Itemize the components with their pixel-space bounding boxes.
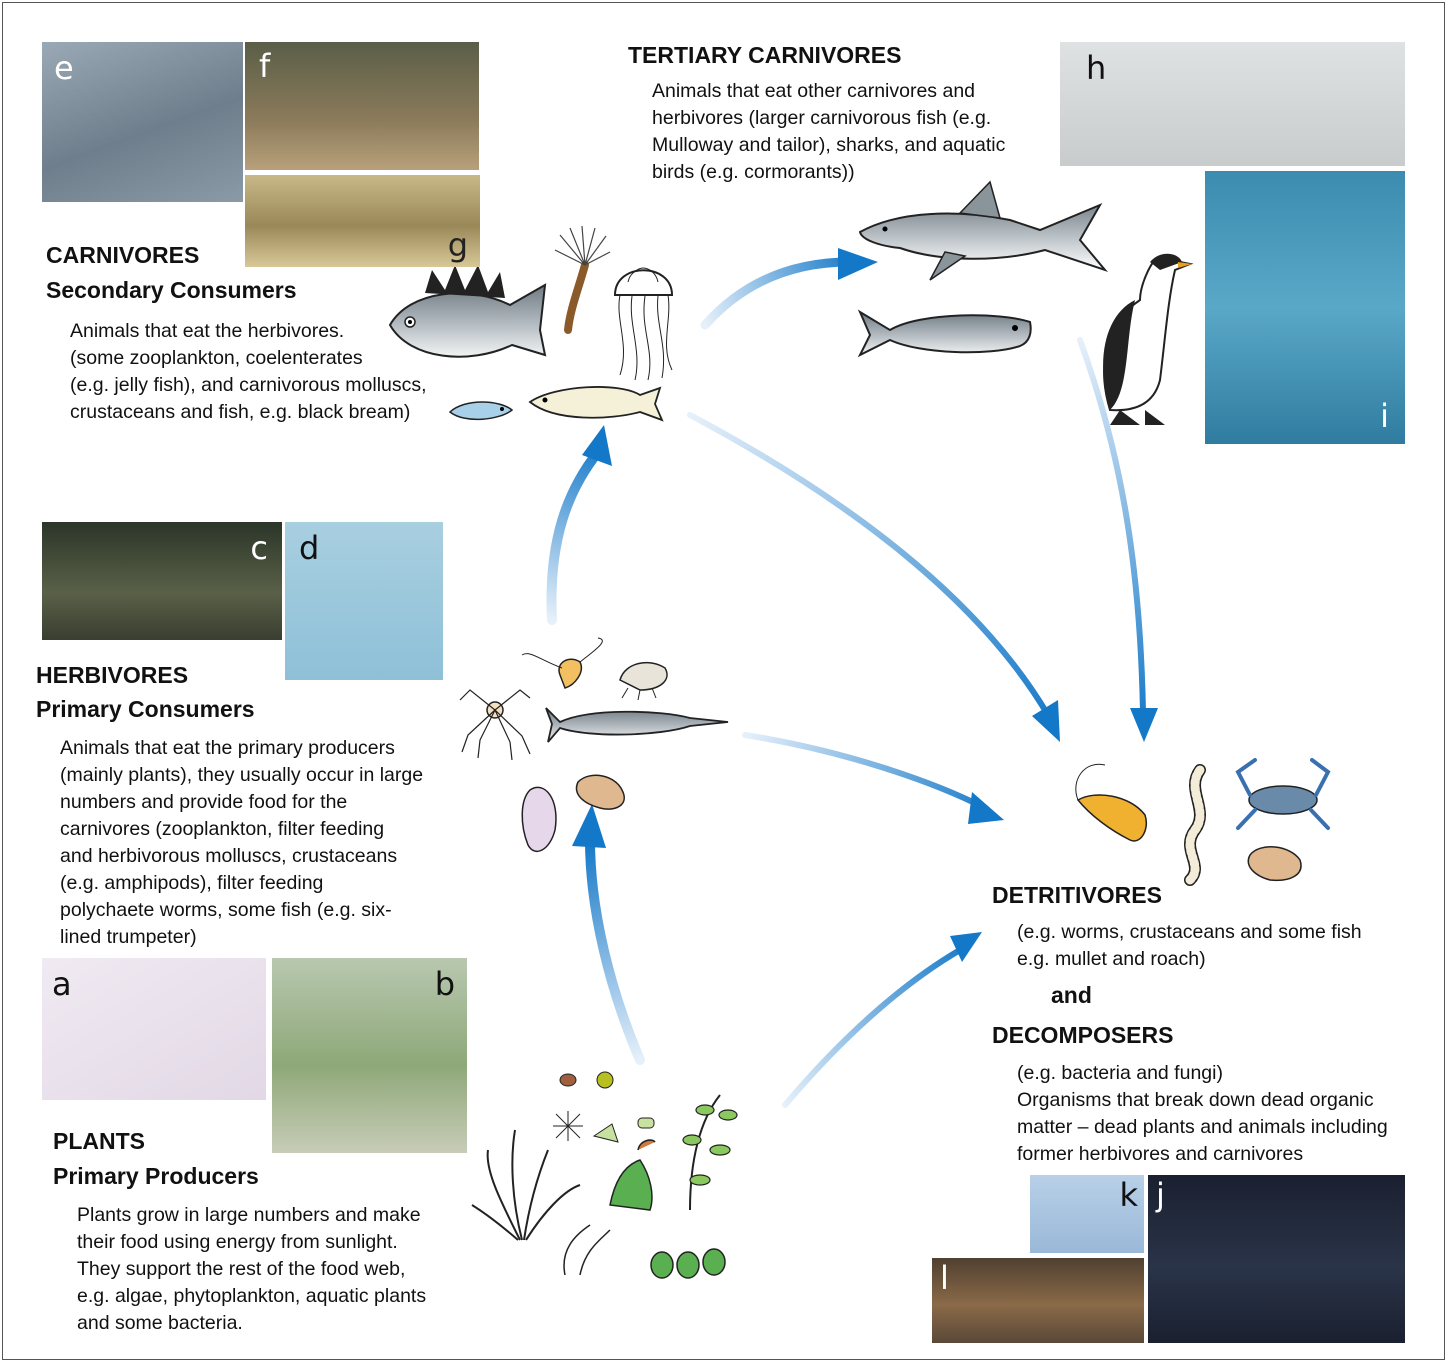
detritivores-title: DETRITIVORES xyxy=(992,880,1162,911)
polychaete-worm-illustration xyxy=(1190,770,1200,880)
tertiary-line: birds (e.g. cormorants)) xyxy=(652,159,1005,186)
arrow-herbivores-to-carnivores xyxy=(551,425,612,620)
herbivores-line: Animals that eat the primary producers xyxy=(60,735,423,762)
shrimp-illustration xyxy=(1076,764,1147,841)
carnivores-subtitle: Secondary Consumers xyxy=(46,275,297,306)
photo-l-shrimp: l xyxy=(932,1258,1144,1343)
arrow-plants-to-detritivores xyxy=(785,932,982,1105)
garfish-illustration xyxy=(546,708,728,742)
photo-c-trumpeter: c xyxy=(42,522,282,640)
seagrass-illustration xyxy=(472,1130,580,1240)
carnivores-line: (some zooplankton, coelenterates xyxy=(70,345,427,372)
photo-d-copepod: d xyxy=(285,522,443,680)
blue-crab-illustration xyxy=(1238,760,1328,828)
photo-h-tailor: h xyxy=(1060,42,1405,166)
photo-e-zooplankton: e xyxy=(42,42,243,202)
plants-line: e.g. algae, phytoplankton, aquatic plant… xyxy=(77,1283,426,1310)
plants-description: Plants grow in large numbers and make th… xyxy=(77,1202,426,1337)
snail-illustration xyxy=(577,775,625,809)
carnivores-line: Animals that eat the herbivores. xyxy=(70,318,427,345)
photo-label-g: g xyxy=(448,229,468,261)
photo-g-flathead: g xyxy=(245,175,480,267)
tertiary-line: herbivores (larger carnivorous fish (e.g… xyxy=(652,105,1005,132)
cormorant-illustration xyxy=(1103,254,1192,425)
photo-label-k: k xyxy=(1119,1179,1138,1211)
photo-a-algae: a xyxy=(42,958,266,1100)
copepod-illustration xyxy=(522,638,602,688)
arrow-carnivores-to-tertiary xyxy=(705,248,878,325)
sea-spider-illustration xyxy=(460,690,530,760)
photo-label-d: d xyxy=(299,532,319,564)
decomposers-line: (e.g. bacteria and fungi) xyxy=(1017,1060,1388,1087)
tailor-illustration xyxy=(860,312,1031,355)
shark-illustration xyxy=(860,182,1105,280)
decomposers-title: DECOMPOSERS xyxy=(992,1020,1173,1051)
photo-label-a: a xyxy=(52,968,72,1000)
decomposers-line: Organisms that break down dead organic xyxy=(1017,1087,1388,1114)
detritivores-line: (e.g. worms, crustaceans and some fish xyxy=(1017,919,1362,946)
plants-line: their food using energy from sunlight. xyxy=(77,1229,426,1256)
bivalve-illustration xyxy=(522,787,556,851)
plants-line: Plants grow in large numbers and make xyxy=(77,1202,426,1229)
herbivores-line: and herbivorous molluscs, crustaceans xyxy=(60,843,423,870)
amphipod-illustration xyxy=(620,663,667,700)
herbivores-line: polychaete worms, some fish (e.g. six- xyxy=(60,897,423,924)
arrow-plants-to-herbivores xyxy=(572,804,640,1060)
photo-f-bream: f xyxy=(245,42,479,170)
whiting-illustration xyxy=(530,387,662,420)
arrow-herbivores-to-detritivores xyxy=(745,735,1004,824)
duckweed-illustration xyxy=(651,1249,725,1278)
arrow-carnivores-to-detritivores xyxy=(690,415,1060,742)
photo-k-micro-crustacean: k xyxy=(1030,1175,1144,1253)
red-algae-illustration xyxy=(564,1225,610,1275)
seaweed-illustration xyxy=(683,1095,737,1210)
photo-label-l: l xyxy=(940,1262,949,1294)
photo-label-c: c xyxy=(250,532,268,564)
herbivores-line: (mainly plants), they usually occur in l… xyxy=(60,762,423,789)
tube-worm-illustration xyxy=(555,226,610,330)
herbivores-title: HERBIVORES xyxy=(36,660,188,691)
phytoplankton-illustration xyxy=(553,1072,655,1150)
herbivores-line: (e.g. amphipods), filter feeding xyxy=(60,870,423,897)
detritivore-snail-illustration xyxy=(1248,847,1301,881)
plants-line: They support the rest of the food web, xyxy=(77,1256,426,1283)
photo-label-i: i xyxy=(1380,400,1389,432)
photo-label-f: f xyxy=(259,50,270,82)
photo-i-cormorant: i xyxy=(1205,171,1405,444)
carnivores-title: CARNIVORES xyxy=(46,240,199,271)
herbivores-line: lined trumpeter) xyxy=(60,924,423,951)
tertiary-line: Animals that eat other carnivores and xyxy=(652,78,1005,105)
carnivores-description: Animals that eat the herbivores. (some z… xyxy=(70,318,427,426)
green-algae-illustration xyxy=(610,1160,652,1210)
herbivores-description: Animals that eat the primary producers (… xyxy=(60,735,423,951)
decomposers-description: (e.g. bacteria and fungi) Organisms that… xyxy=(1017,1060,1388,1168)
photo-label-h: h xyxy=(1086,52,1106,84)
and-label: and xyxy=(1051,980,1092,1011)
tertiary-title: TERTIARY CARNIVORES xyxy=(628,40,901,71)
detritivores-description: (e.g. worms, crustaceans and some fish e… xyxy=(1017,919,1362,973)
photo-label-e: e xyxy=(54,52,74,84)
tertiary-description: Animals that eat other carnivores and he… xyxy=(652,78,1005,186)
herbivores-line: numbers and provide food for the xyxy=(60,789,423,816)
plants-subtitle: Primary Producers xyxy=(53,1161,259,1192)
plants-line: and some bacteria. xyxy=(77,1310,426,1337)
decomposers-line: matter – dead plants and animals includi… xyxy=(1017,1114,1388,1141)
photo-b-seagrass: b xyxy=(272,958,467,1153)
photo-label-j: j xyxy=(1156,1179,1165,1211)
tertiary-line: Mulloway and tailor), sharks, and aquati… xyxy=(652,132,1005,159)
photo-label-b: b xyxy=(435,968,455,1000)
decomposers-line: former herbivores and carnivores xyxy=(1017,1141,1388,1168)
carnivores-line: (e.g. jelly fish), and carnivorous mollu… xyxy=(70,372,427,399)
goby-illustration xyxy=(450,402,512,419)
jellyfish-illustration xyxy=(615,268,672,380)
photo-j-crab: j xyxy=(1148,1175,1405,1343)
plants-title: PLANTS xyxy=(53,1126,145,1157)
detritivores-line: e.g. mullet and roach) xyxy=(1017,946,1362,973)
carnivores-line: crustaceans and fish, e.g. black bream) xyxy=(70,399,427,426)
herbivores-line: carnivores (zooplankton, filter feeding xyxy=(60,816,423,843)
herbivores-subtitle: Primary Consumers xyxy=(36,694,255,725)
